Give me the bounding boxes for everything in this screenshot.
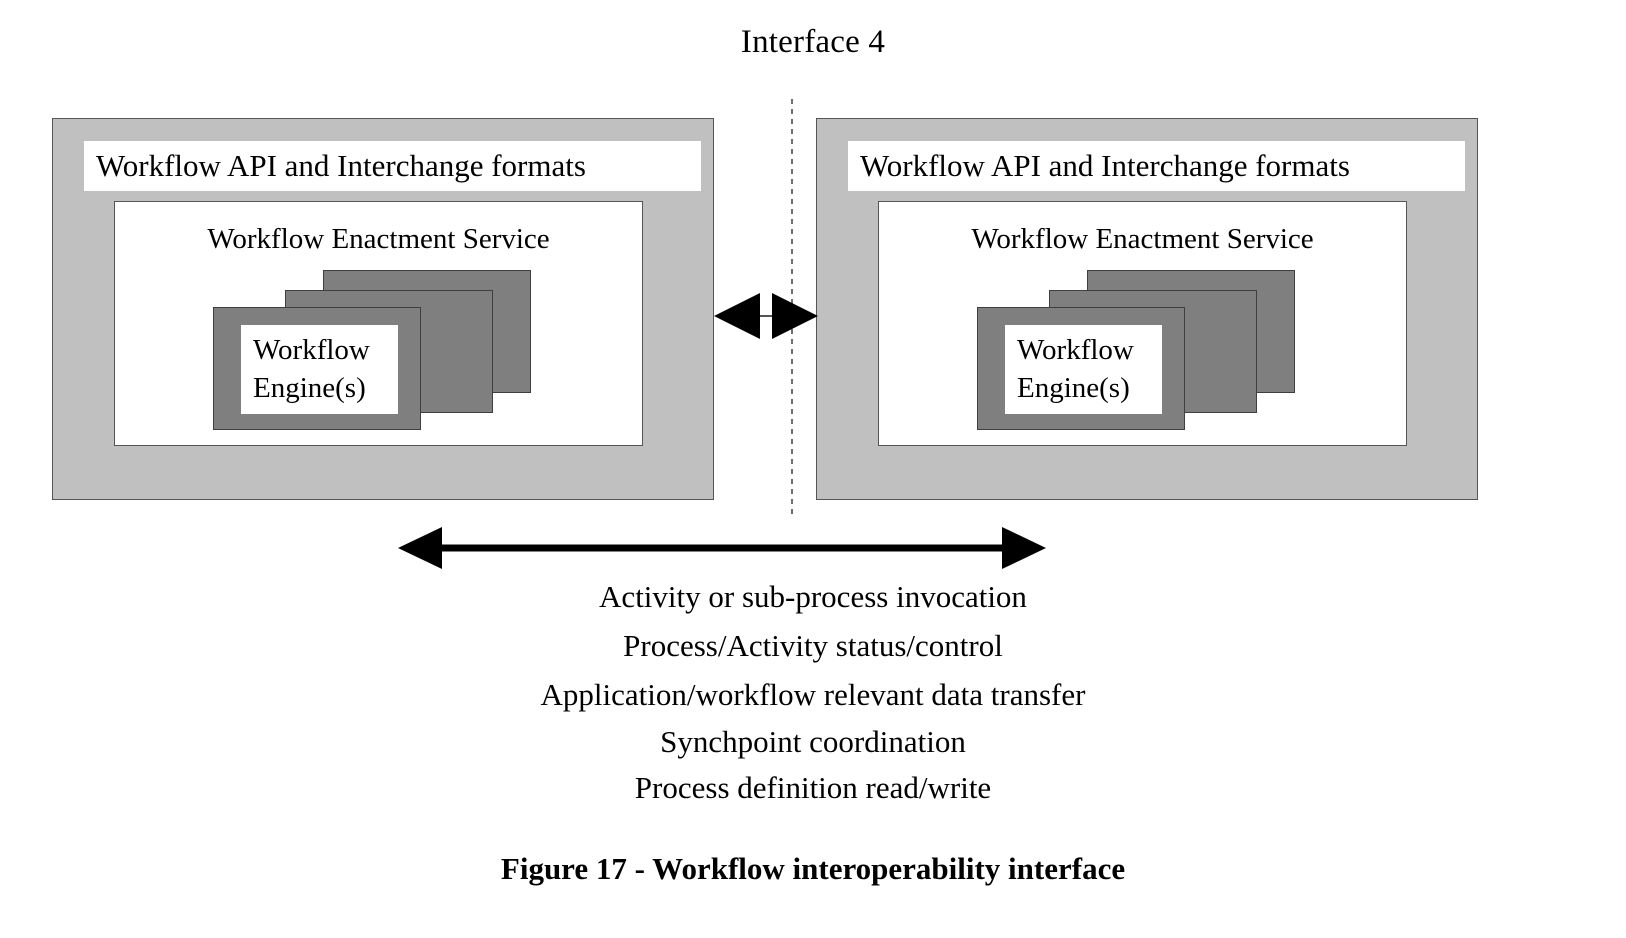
interoperability-capability-list: Activity or sub-process invocation Proce… — [0, 572, 1626, 811]
list-item: Synchpoint coordination — [660, 724, 966, 759]
enactment-service-box-right: Workflow Enactment Service Workflow Engi… — [878, 201, 1407, 446]
engine-card-front-left: Workflow Engine(s) — [213, 307, 421, 430]
engine-label-line1-right: Workflow — [1017, 334, 1134, 366]
enactment-service-label-right: Workflow Enactment Service — [971, 223, 1314, 255]
figure-caption: Figure 17 - Workflow interoperability in… — [500, 851, 1126, 886]
api-interchange-bar-right: Workflow API and Interchange formats — [848, 141, 1465, 191]
interface4-double-arrow-icon — [714, 293, 818, 339]
enactment-service-label-left: Workflow Enactment Service — [207, 223, 550, 255]
engine-stack-left: Workflow Engine(s) — [213, 270, 531, 430]
engine-stack-right: Workflow Engine(s) — [977, 270, 1295, 430]
api-interchange-bar-left: Workflow API and Interchange formats — [84, 141, 701, 191]
list-item: Application/workflow relevant data trans… — [540, 677, 1086, 712]
list-item: Process definition read/write — [634, 770, 992, 805]
page-title: Interface 4 — [740, 24, 886, 60]
engine-label-line2-right: Engine(s) — [1017, 372, 1130, 404]
workflow-domain-panel-right: Workflow API and Interchange formats Wor… — [816, 118, 1478, 500]
list-item: Process/Activity status/control — [623, 628, 1003, 663]
engine-label-box-left: Workflow Engine(s) — [241, 325, 398, 414]
api-interchange-label-right: Workflow API and Interchange formats — [860, 148, 1350, 183]
engine-card-front-right: Workflow Engine(s) — [977, 307, 1185, 430]
enactment-service-box-left: Workflow Enactment Service Workflow Engi… — [114, 201, 643, 446]
list-item: Activity or sub-process invocation — [599, 579, 1027, 614]
interoperability-double-arrow-icon — [398, 526, 1046, 570]
engine-label-line1-left: Workflow — [253, 334, 370, 366]
engine-label-box-right: Workflow Engine(s) — [1005, 325, 1162, 414]
workflow-domain-panel-left: Workflow API and Interchange formats Wor… — [52, 118, 714, 500]
api-interchange-label-left: Workflow API and Interchange formats — [96, 148, 586, 183]
engine-label-line2-left: Engine(s) — [253, 372, 366, 404]
